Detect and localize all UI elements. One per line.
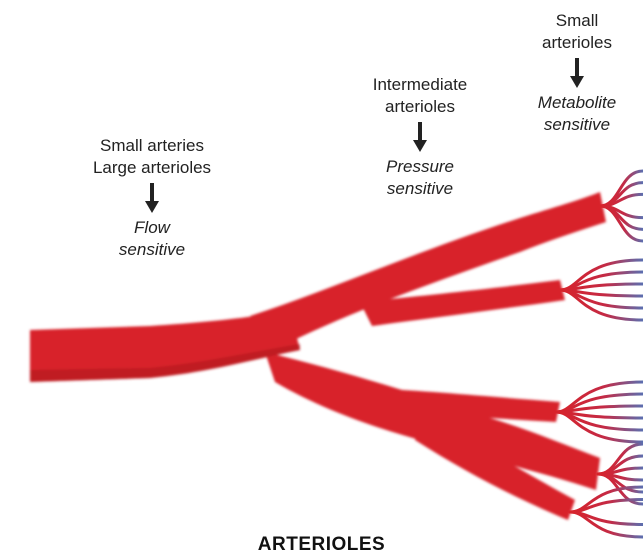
group-2-sensitivity-line-1: Pressure xyxy=(345,156,495,178)
down-arrow-icon xyxy=(145,183,159,213)
capillary-branch xyxy=(560,272,643,290)
group-3-name-line-2: arterioles xyxy=(512,32,642,54)
group-3-sensitivity-line-1: Metabolite xyxy=(512,92,642,114)
capillary-branch xyxy=(600,194,643,206)
capillary-branch xyxy=(560,290,643,308)
group-2-name-line-2: arterioles xyxy=(345,96,495,118)
down-arrow-icon xyxy=(413,122,427,152)
group-1-name-line-2: Large arterioles xyxy=(72,157,232,179)
down-arrow-icon xyxy=(570,58,584,88)
group-1-sensitivity-line-2: sensitive xyxy=(72,239,232,261)
group-3-sensitivity-line-2: sensitive xyxy=(512,114,642,136)
group-2-name-line-1: Intermediate xyxy=(345,74,495,96)
group-1-name-line-1: Small arteries xyxy=(72,135,232,157)
group-2-sensitivity-line-2: sensitive xyxy=(345,178,495,200)
group-1-sensitivity-line-1: Flow xyxy=(72,217,232,239)
group-3-name-line-1: Small xyxy=(512,10,642,32)
label-small-arteries: Small arteries Large arterioles Flow sen… xyxy=(72,135,232,261)
label-intermediate-arterioles: Intermediate arterioles Pressure sensiti… xyxy=(345,74,495,200)
capillary-branch xyxy=(556,412,643,430)
label-small-arterioles: Small arterioles Metabolite sensitive xyxy=(512,10,642,136)
diagram-title: ARTERIOLES xyxy=(0,534,643,556)
capillary-branch xyxy=(556,394,643,412)
